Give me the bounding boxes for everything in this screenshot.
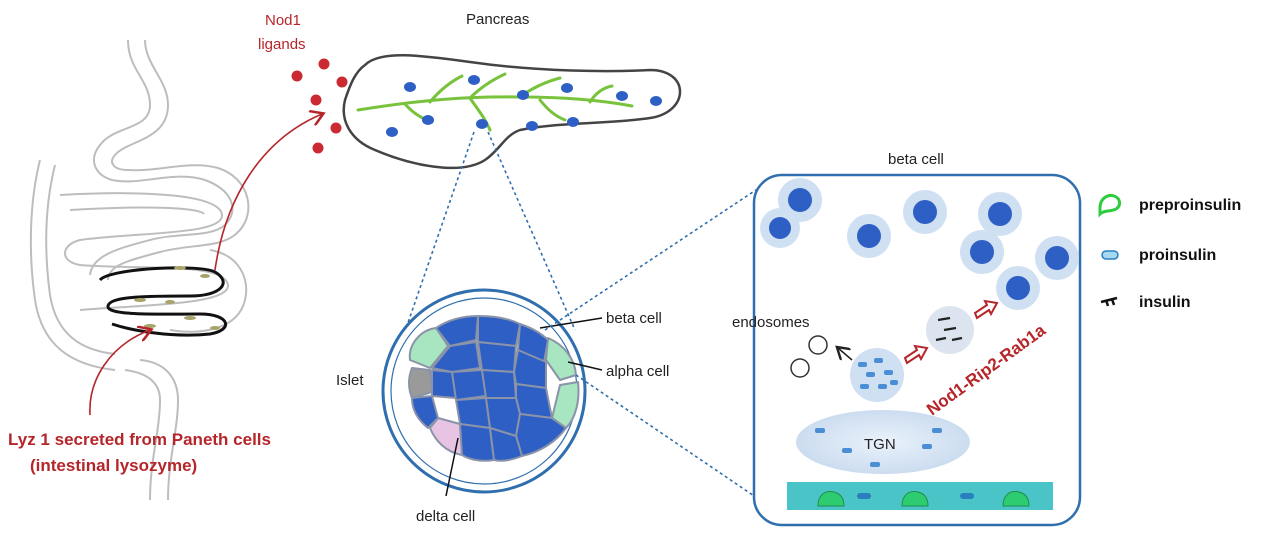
intestine-illustration (29, 39, 250, 501)
immature-granule (850, 348, 904, 402)
legend: preproinsulin proinsulin insulin (1098, 194, 1241, 311)
legend-item-preproinsulin: preproinsulin (1098, 194, 1241, 218)
preproinsulin-icon (1098, 194, 1122, 218)
pathway-arrows (903, 299, 999, 365)
ligand-arrow (214, 114, 322, 271)
maturing-granule (926, 306, 974, 354)
islet-delta-cell-label: delta cell (416, 508, 475, 525)
lyz-label-line1: Lyz 1 secreted from Paneth cells (8, 430, 271, 449)
nod1-label-line2: ligands (258, 36, 306, 53)
nod1-ligand-dots (291, 58, 348, 154)
nod1-label-line1: Nod1 (265, 12, 301, 29)
insulin-granules (760, 178, 1079, 310)
pancreatic-islets (386, 75, 662, 137)
zoom-lines-islet (401, 131, 576, 341)
tgn-label: TGN (864, 436, 896, 453)
proinsulin-icon (1101, 250, 1119, 260)
islet-alpha-cell-label: alpha cell (606, 363, 669, 380)
pancreatic-duct (356, 72, 634, 132)
endosome-arrow (838, 348, 853, 361)
islet-label: Islet (336, 372, 364, 389)
pancreas (342, 54, 682, 170)
er-membrane (787, 482, 1053, 510)
beta-cell: endosomes Nod1-Rip2-Rab1a (732, 173, 1082, 527)
legend-preproinsulin-label: preproinsulin (1139, 197, 1241, 214)
insulin-icon (1100, 296, 1118, 307)
islet-beta-cell-label: beta cell (606, 310, 662, 327)
endosomes-label: endosomes (732, 314, 810, 331)
lyz-label-line2: (intestinal lysozyme) (30, 456, 197, 475)
tgn: TGN (796, 410, 970, 474)
zoom-lines-beta-cell (544, 185, 763, 501)
beta-cell-title: beta cell (888, 151, 944, 168)
legend-proinsulin-label: proinsulin (1139, 247, 1216, 264)
lyz-arrow (89, 330, 150, 416)
legend-item-insulin: insulin (1100, 294, 1191, 311)
legend-insulin-label: insulin (1139, 294, 1191, 311)
small-intestine-segment (98, 266, 228, 337)
islet (381, 288, 587, 494)
endosome-vesicles (790, 335, 828, 378)
pancreas-label: Pancreas (466, 11, 529, 28)
legend-item-proinsulin: proinsulin (1101, 247, 1216, 264)
